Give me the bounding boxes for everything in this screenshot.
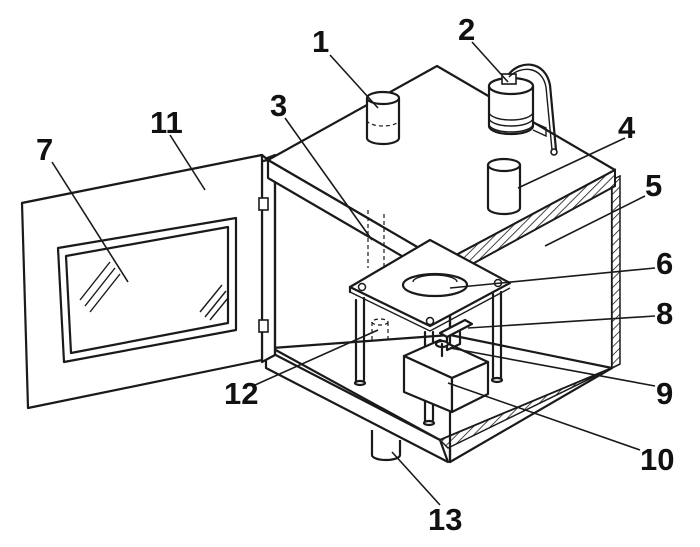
dish-part-6 (401, 272, 469, 298)
box-part-10 (402, 338, 490, 414)
upper-hinge (258, 197, 269, 211)
label-8: 8 (656, 296, 673, 331)
label-7: 7 (36, 132, 53, 167)
cylinder-part-1 (365, 90, 401, 146)
lid (266, 64, 617, 282)
label-6: 6 (656, 246, 673, 281)
label-5: 5 (645, 168, 662, 203)
label-10: 10 (640, 442, 674, 477)
part-labels: 1 2 3 4 5 6 7 8 9 10 11 12 13 (36, 12, 674, 537)
label-3: 3 (270, 88, 287, 123)
leader-lines (51, 41, 656, 506)
cylinder-part-4 (486, 157, 522, 216)
label-11: 11 (150, 105, 183, 140)
glass-reflection-marks (79, 261, 229, 321)
label-1: 1 (312, 24, 329, 59)
door (20, 153, 270, 410)
floor-edge-hatch (438, 363, 621, 449)
label-13: 13 (428, 502, 462, 537)
label-2: 2 (458, 12, 475, 47)
shaft-part-3 (367, 210, 385, 272)
inner-platform (348, 238, 512, 427)
label-4: 4 (618, 110, 636, 145)
motor-part-2 (487, 63, 558, 156)
sensor-part-8-9 (434, 318, 474, 358)
door-window-glass (64, 225, 230, 355)
lower-hinge (258, 319, 269, 333)
label-12: 12 (224, 376, 258, 411)
floor-front-edge (264, 348, 450, 464)
label-9: 9 (656, 376, 673, 411)
